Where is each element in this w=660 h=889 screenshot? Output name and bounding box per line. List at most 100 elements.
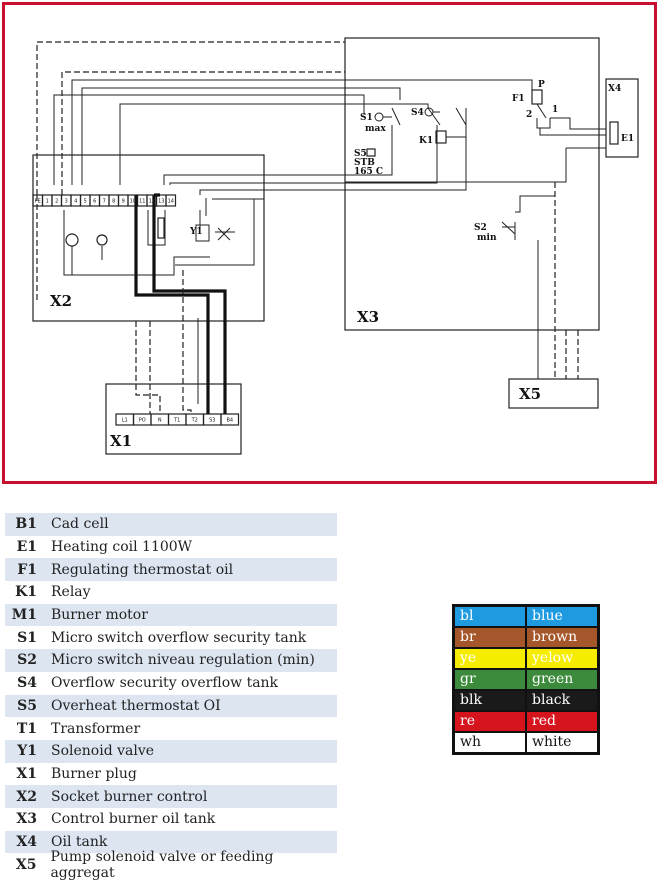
label-s5-temp: 165 C — [354, 167, 383, 177]
x2-terminal-label: 2 — [55, 198, 58, 204]
legend-text: Burner motor — [51, 607, 148, 624]
color-code-abbr: br — [454, 627, 526, 648]
legend-code: S1 — [17, 629, 37, 646]
x2-internal-wires — [63, 210, 235, 276]
legend-code: T1 — [16, 720, 37, 737]
legend-row: K1 Relay — [5, 581, 337, 604]
x2-terminal-label: 14 — [168, 198, 174, 204]
x5-box — [508, 378, 599, 409]
wire-x1-a — [135, 321, 161, 414]
color-code-abbr: re — [454, 711, 526, 732]
wiring-diagram-frame — [2, 2, 657, 484]
wire-e1 — [539, 128, 606, 136]
legend-code: X3 — [16, 811, 37, 828]
legend-code: Y1 — [17, 743, 37, 760]
legend-code: S5 — [17, 697, 37, 714]
x2-terminal-label: 5 — [84, 198, 87, 204]
s2-switch — [501, 221, 516, 240]
wire-dashed-a — [61, 71, 345, 195]
legend-code: X2 — [16, 788, 37, 805]
legend-row: T1 Transformer — [5, 717, 337, 740]
x1-terminal-label: L1 — [122, 417, 128, 423]
label-x3: X3 — [357, 308, 379, 326]
x2-terminal-label: 4 — [74, 198, 77, 204]
x2-terminal-label: 10 — [130, 198, 136, 204]
label-y1: Y1 — [189, 227, 203, 237]
legend-code: E1 — [16, 539, 37, 556]
label-x4: X4 — [608, 84, 621, 94]
x2-terminal-label: 6 — [93, 198, 96, 204]
label-s4: S4 — [411, 108, 424, 118]
x2-terminal-label: PE — [35, 198, 41, 204]
wire-x1-c — [182, 270, 192, 414]
legend-row: X3 Control burner oil tank — [5, 808, 337, 831]
label-s2: S2 — [474, 223, 487, 233]
wire-5 — [169, 150, 438, 185]
s4-contact-b — [455, 107, 467, 126]
legend-row: Y1 Solenoid valve — [5, 739, 337, 763]
wire-1 — [71, 79, 533, 185]
color-code-abbr: bl — [454, 606, 526, 627]
e1-element — [609, 121, 619, 145]
s4-contact — [427, 107, 441, 150]
x2-terminal-label: 7 — [103, 198, 106, 204]
label-f1: F1 — [512, 94, 525, 104]
s4-symbol — [424, 107, 440, 117]
x1-terminal-label: T1 — [173, 417, 180, 423]
color-code-abbr: blk — [454, 690, 526, 711]
wire-7 — [199, 108, 467, 195]
legend-text: Transformer — [51, 720, 141, 737]
x2-terminal-label: 3 — [65, 198, 68, 204]
color-code-name: blue — [526, 606, 598, 627]
label-k1: K1 — [419, 136, 433, 146]
x2-terminal-label: 12 — [149, 198, 155, 204]
x2-terminal-cell — [165, 194, 177, 207]
wire-e1-c — [345, 148, 567, 183]
legend-text: Relay — [51, 584, 91, 601]
m1-motor — [65, 233, 79, 247]
legend-code: S4 — [17, 675, 37, 692]
x4-box — [605, 78, 639, 158]
legend-text: Control burner oil tank — [51, 811, 216, 828]
label-f1-2: 2 — [526, 110, 532, 120]
label-e1: E1 — [621, 134, 634, 144]
legend-text: Cad cell — [51, 516, 109, 533]
label-x2: X2 — [50, 292, 72, 310]
label-s1: S1 — [360, 113, 373, 123]
legend-code: K1 — [15, 584, 37, 601]
legend-text: Pump solenoid valve or feeding aggregat — [50, 848, 274, 881]
color-code-name: brown — [526, 627, 598, 648]
s5-thermostat — [366, 148, 376, 157]
label-x5: X5 — [519, 385, 541, 403]
label-f1-1: 1 — [552, 105, 558, 115]
x1-terminal-label: T2 — [191, 417, 198, 423]
color-code-name: yelow — [526, 648, 598, 669]
legend-text: Oil tank — [51, 833, 108, 850]
legend-code: X1 — [16, 765, 37, 782]
legend-text: Regulating thermostat oil — [51, 561, 234, 578]
x2-terminal-label: 8 — [112, 198, 115, 204]
legend-text: Solenoid valve — [51, 743, 155, 760]
color-code-name: white — [526, 732, 598, 753]
x1-terminal-label: S3 — [209, 417, 215, 423]
label-p: P — [538, 80, 545, 90]
f1-thermostat — [531, 89, 543, 105]
legend-text: Burner plug — [51, 765, 137, 782]
x2-terminal-label: 9 — [122, 198, 125, 204]
wire-3 — [53, 94, 365, 185]
wire-4 — [119, 103, 429, 185]
s1-contact — [391, 107, 401, 150]
x1-terminal-label: B4 — [226, 417, 233, 423]
color-code-abbr: ye — [454, 648, 526, 669]
